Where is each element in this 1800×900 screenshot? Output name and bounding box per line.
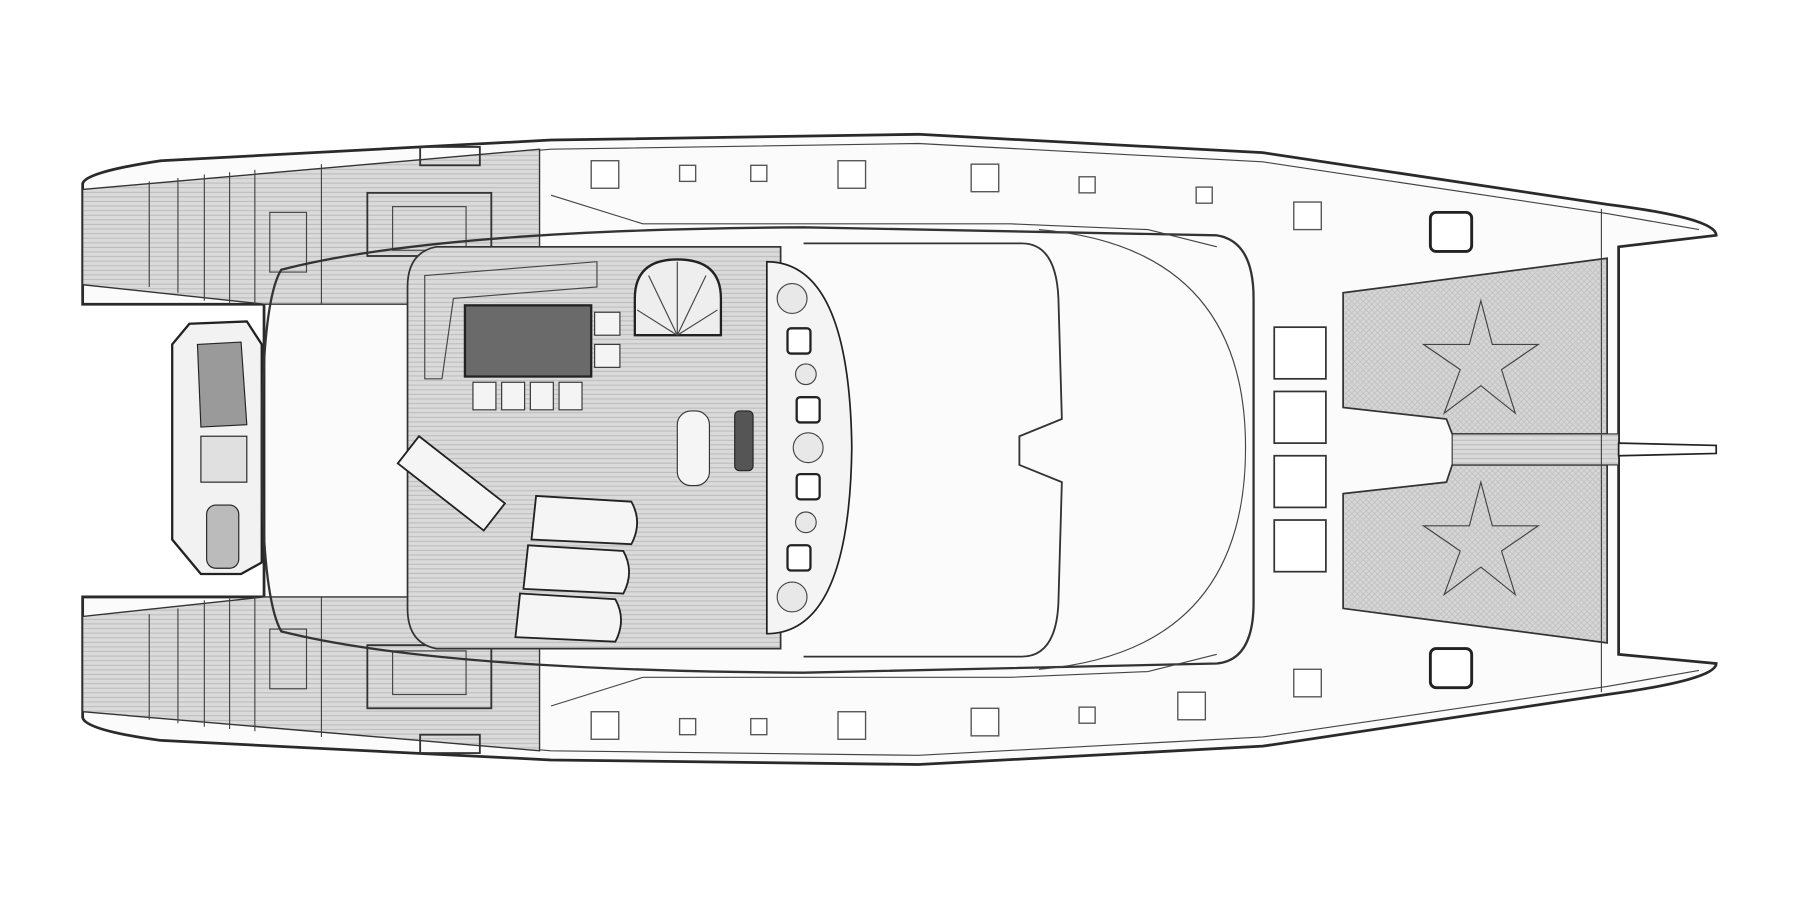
starfish-port bbox=[1421, 298, 1541, 415]
tender bbox=[171, 320, 263, 576]
bowsprit bbox=[1617, 442, 1718, 457]
windlass-starboard bbox=[1428, 647, 1474, 690]
sun-lounger bbox=[396, 434, 507, 532]
cabin-roof bbox=[260, 226, 1255, 674]
helm-wheel bbox=[734, 410, 754, 472]
cleat-starboard bbox=[419, 733, 481, 754]
dining-table bbox=[463, 304, 593, 378]
side-deck-hatches bbox=[590, 160, 1322, 740]
cleat-port bbox=[419, 146, 481, 167]
windlass-port bbox=[1428, 210, 1474, 253]
sunbeds bbox=[514, 494, 639, 643]
windscreen bbox=[803, 242, 1063, 658]
center-walkway bbox=[1451, 433, 1620, 466]
starfish-starboard bbox=[1421, 479, 1541, 597]
helm-seat bbox=[676, 410, 711, 487]
dining-chairs bbox=[472, 311, 621, 411]
foredeck-hatches bbox=[1273, 326, 1327, 573]
